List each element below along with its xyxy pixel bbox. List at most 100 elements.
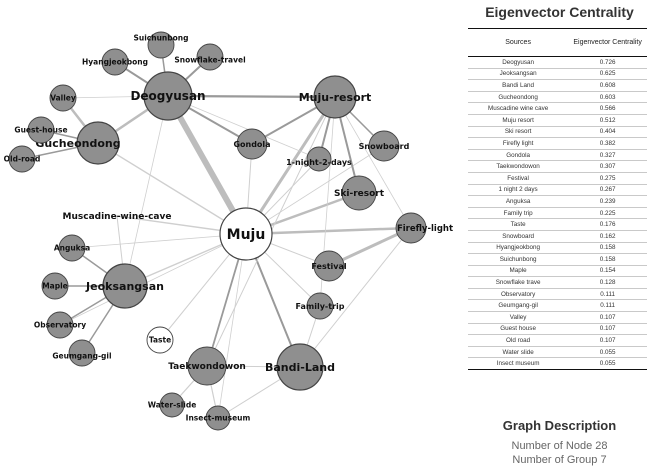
cell-source: Old road	[468, 334, 569, 347]
graph-node: Muju-resort	[299, 75, 372, 119]
cell-source: Gucheondong	[468, 91, 569, 104]
cell-source: Firefly light	[468, 137, 569, 150]
cell-centrality: 0.162	[568, 230, 647, 243]
node-circle	[196, 43, 224, 71]
node-label: Snowboard	[359, 142, 410, 151]
cell-source: Muscadine wine cave	[468, 102, 569, 115]
cell-centrality: 0.382	[568, 137, 647, 150]
cell-centrality: 0.603	[568, 91, 647, 104]
cell-source: Maple	[468, 265, 569, 278]
cell-source: Snowflake trave	[468, 276, 569, 289]
graph-edge	[299, 227, 412, 368]
graph-edge	[124, 95, 169, 287]
graph-node: Geumgang-gil	[52, 339, 112, 367]
cell-centrality: 0.512	[568, 114, 647, 127]
cell-centrality: 0.275	[568, 172, 647, 185]
graph-node: Muju	[219, 207, 273, 261]
node-circle	[341, 175, 377, 211]
node-label: Guest-house	[14, 126, 67, 135]
node-circle	[27, 116, 55, 144]
graph-node: Bandi-Land	[265, 343, 335, 391]
node-label: Geumgang-gil	[52, 352, 111, 361]
graph-edge	[217, 233, 247, 419]
node-label: Taekwondowon	[168, 362, 246, 372]
cell-centrality: 0.726	[568, 56, 647, 69]
cell-source: Geumgang-gil	[468, 299, 569, 313]
node-circle	[68, 339, 96, 367]
cell-centrality: 0.111	[568, 299, 647, 313]
node-label: Anguksa	[54, 244, 90, 253]
cell-centrality: 0.107	[568, 311, 647, 324]
table-header-row: Sources Eigenvector Centrality	[468, 28, 647, 57]
cell-centrality: 0.307	[568, 160, 647, 173]
node-circle	[205, 405, 231, 431]
node-label: Muju-resort	[299, 91, 372, 104]
cell-centrality: 0.566	[568, 102, 647, 115]
cell-source: Anguksa	[468, 195, 569, 208]
cell-source: Snowboard	[468, 230, 569, 243]
node-label: Water-slide	[148, 401, 197, 410]
graph-node: Hyangjeokbong	[82, 48, 148, 76]
graph-edge	[59, 233, 247, 326]
cell-centrality: 0.158	[568, 242, 647, 255]
node-label: 1-night-2-days	[286, 158, 352, 167]
graph-node: 1-night-2-days	[286, 146, 352, 172]
node-label: Deogyusan	[130, 89, 205, 103]
node-circle	[236, 128, 268, 160]
node-label: Gondola	[233, 140, 270, 149]
node-circle	[101, 48, 129, 76]
cell-source: Suichunbong	[468, 253, 569, 266]
cell-source: Jeoksangsan	[468, 68, 569, 81]
node-circle	[143, 71, 193, 121]
node-circle	[146, 326, 174, 354]
cell-centrality: 0.267	[568, 184, 647, 197]
graph-node: Maple	[41, 272, 69, 300]
graph-node: Gucheondong	[35, 121, 121, 165]
node-label: Old-road	[4, 155, 41, 164]
node-label: Muju	[227, 227, 266, 243]
cell-source: Gondola	[468, 149, 569, 162]
graph-node: Ski-resort	[334, 175, 385, 211]
node-label: Ski-resort	[334, 189, 385, 199]
group-count: Number of Group 7	[512, 454, 607, 466]
cell-source: Bandi Land	[468, 79, 569, 92]
cell-source: Taekwondowon	[468, 160, 569, 173]
cell-source: Observatory	[468, 288, 569, 301]
cell-centrality: 0.107	[568, 323, 647, 336]
node-circle	[313, 75, 357, 119]
node-label: Family-trip	[296, 302, 345, 311]
cell-source: Deogyusan	[468, 56, 569, 69]
cell-source: Ski resort	[468, 126, 569, 139]
node-circle	[58, 234, 86, 262]
graph-node: Valley	[49, 84, 77, 112]
graph-edge	[167, 95, 320, 160]
cell-centrality: 0.158	[568, 253, 647, 266]
cell-source: Water slide	[468, 346, 569, 359]
cell-centrality: 0.111	[568, 288, 647, 301]
cell-centrality: 0.327	[568, 149, 647, 162]
graph-node: Anguksa	[54, 234, 90, 262]
node-label: Firefly-light	[397, 224, 453, 234]
graph-node: Insect-museum	[186, 405, 251, 431]
node-label: Insect-museum	[186, 414, 251, 423]
cell-source: Guest house	[468, 323, 569, 336]
node-label: Muscadine-wine-cave	[63, 212, 172, 222]
cell-centrality: 0.608	[568, 79, 647, 92]
node-circle	[276, 343, 324, 391]
cell-source: Insect museum	[468, 357, 569, 371]
graph-edge	[244, 95, 337, 236]
